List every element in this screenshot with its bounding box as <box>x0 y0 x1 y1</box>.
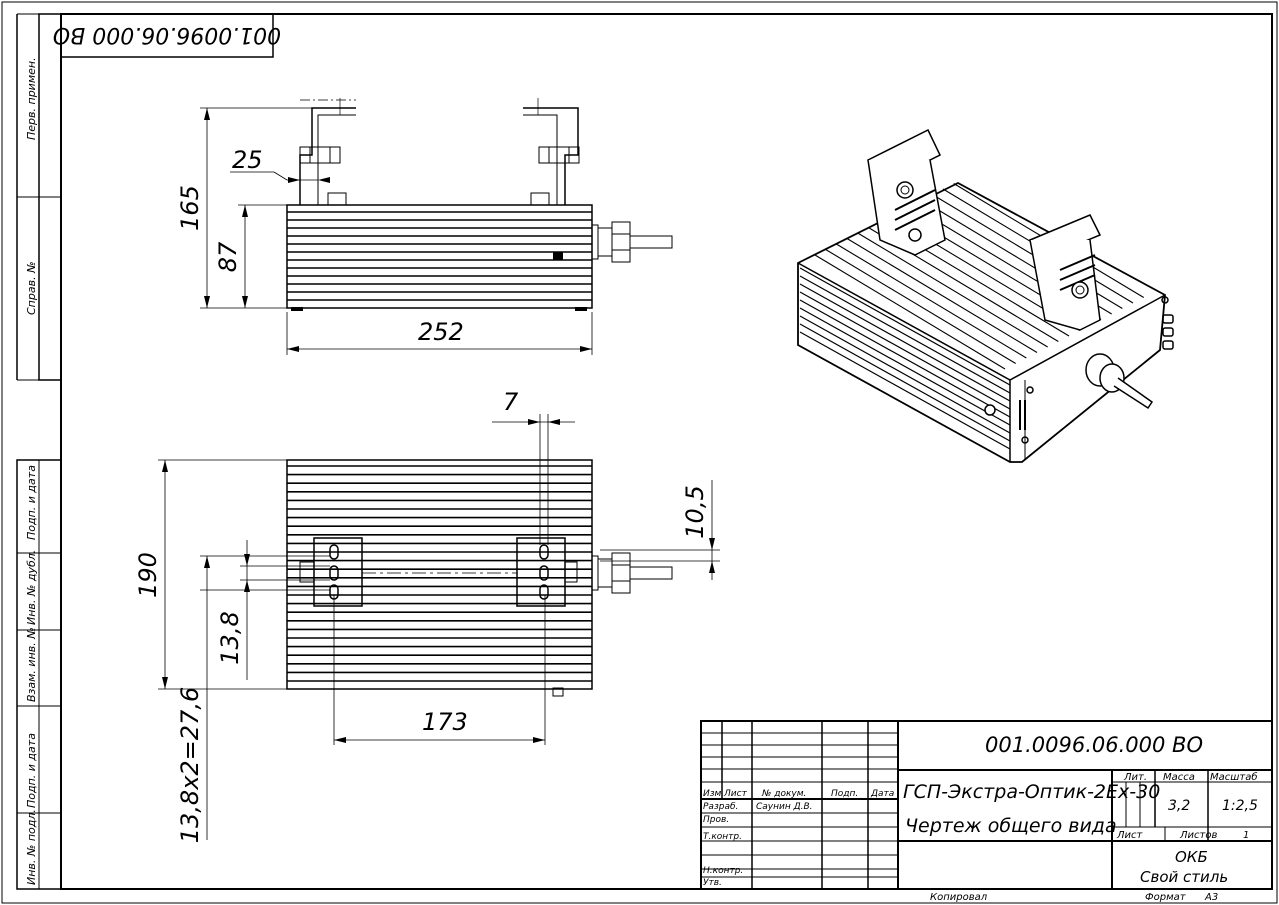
dim-165: 165 <box>176 185 204 231</box>
label-inv-dubl: Инв. № дубл. <box>25 550 38 625</box>
side-strip: Перв. примен. Справ. № Подп. и дата Инв.… <box>16 13 62 890</box>
corner-stamp-text: 001.0096.06.000 ВО <box>53 22 281 47</box>
dim-13-8: 13,8 <box>216 611 244 664</box>
h-data: Дата <box>870 789 894 799</box>
razrab-name: Саунин Д.В. <box>756 802 813 812</box>
dim-10-5: 10,5 <box>681 485 709 538</box>
massa-value: 3,2 <box>1168 798 1190 814</box>
label-podp-data-top: Подп. и дата <box>25 465 38 540</box>
listov-label: Листов <box>1179 830 1217 841</box>
tkontr-label: Т.контр. <box>703 832 742 842</box>
dim-252: 252 <box>418 318 464 346</box>
top-gland <box>591 555 599 591</box>
h-izm: Изм <box>703 789 722 799</box>
label-perv-primen: Перв. примен. <box>25 57 38 140</box>
dim-87: 87 <box>214 241 242 272</box>
title-block: 001.0096.06.000 ВО ГСП-Экстра-Оптик-2Ex-… <box>700 720 1273 903</box>
isometric-view <box>797 128 1174 463</box>
h-podp: Подп. <box>831 789 858 799</box>
format-label: Формат <box>1145 892 1187 903</box>
razrab-label: Разраб. <box>703 802 738 812</box>
top-fins <box>287 465 592 682</box>
org-line1: ОКБ <box>1175 848 1208 866</box>
front-gland <box>591 224 599 260</box>
doc-code: 001.0096.06.000 ВО <box>985 733 1203 757</box>
doc-title: Чертеж общего вида <box>905 815 1117 837</box>
nkontr-label: Н.контр. <box>703 866 743 876</box>
left-bracket <box>299 107 356 205</box>
dim-190: 190 <box>134 552 162 598</box>
list-label: Лист <box>1116 830 1144 841</box>
dim-173: 173 <box>422 708 468 736</box>
dim-holes: 13,8x2=27,6 <box>176 687 204 843</box>
left-bolt <box>299 146 341 164</box>
top-view <box>286 459 673 697</box>
massa-label: Масса <box>1163 772 1195 783</box>
top-cable <box>629 566 673 580</box>
corner-stamp: 001.0096.06.000 ВО <box>53 13 281 58</box>
right-bracket <box>523 107 579 205</box>
label-sprav-no: Справ. № <box>25 261 38 315</box>
format-value: А3 <box>1204 892 1218 903</box>
label-inv-podl: Инв. № подл. <box>25 809 38 885</box>
masshtab-value: 1:2,5 <box>1222 798 1258 814</box>
label-podp-data-bottom: Подп. и дата <box>25 733 38 808</box>
drawing-frame <box>60 13 1273 890</box>
kopiroval-label: Копировал <box>930 892 988 903</box>
right-bolt <box>538 146 580 164</box>
dim-7: 7 <box>503 388 519 416</box>
org-line2: Свой стиль <box>1140 868 1228 886</box>
product-name: ГСП-Экстра-Оптик-2Ex-30 <box>903 781 1160 803</box>
front-cable <box>629 235 673 249</box>
front-indicator <box>553 252 563 260</box>
label-vzam-inv: Взам. инв. № <box>25 627 38 702</box>
front-fins <box>287 211 592 301</box>
front-view <box>286 98 673 311</box>
top-dimensions: 190 13,8x2=27,6 13,8 173 7 10,5 <box>134 388 720 843</box>
front-dimensions: 165 87 25 252 <box>176 107 593 355</box>
masshtab-label: Масштаб <box>1210 771 1258 783</box>
h-docnum: № докум. <box>761 789 806 799</box>
dim-25: 25 <box>232 146 263 174</box>
prov-label: Пров. <box>703 815 729 825</box>
listov-value: 1 <box>1243 830 1249 841</box>
utv-label: Утв. <box>703 878 722 888</box>
lit-label: Лит. <box>1123 772 1147 783</box>
h-list: Лист <box>723 789 748 799</box>
